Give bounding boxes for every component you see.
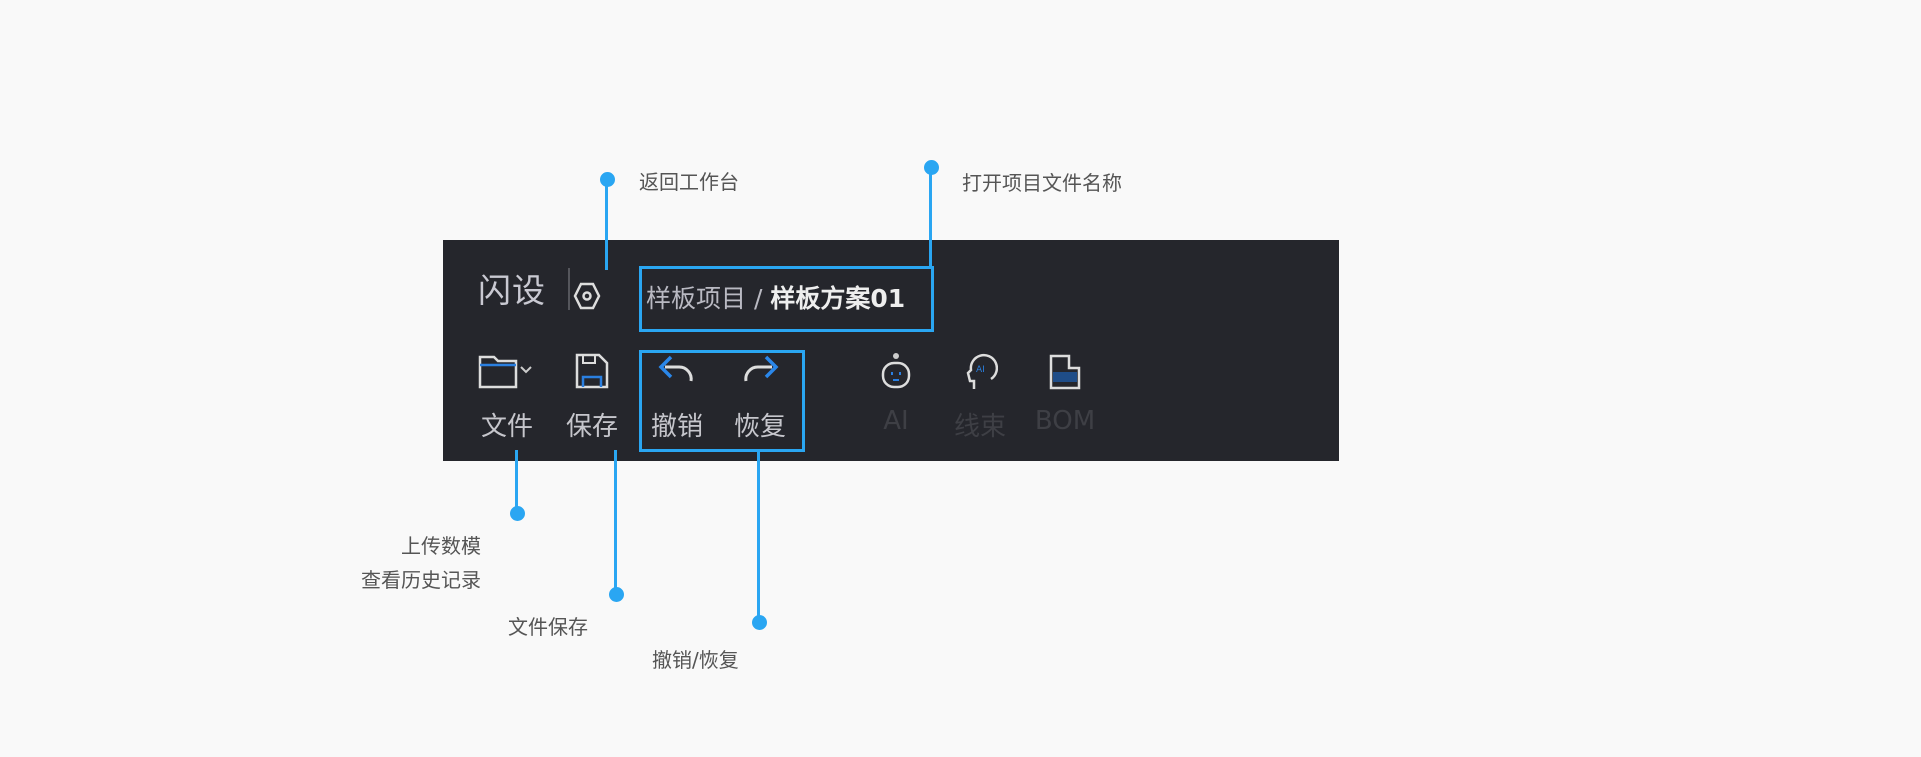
callout-dot [752,615,767,630]
redo-button[interactable]: 恢复 [715,350,805,443]
divider [568,268,570,310]
note-upload: 上传数模 [401,534,481,558]
ai-head-icon: AI [966,353,998,389]
bom-label: BOM [1034,406,1096,436]
ai-button[interactable]: AI [851,350,941,436]
robot-icon [881,353,911,389]
callout-line [605,179,608,270]
undo-redo-highlight [639,350,805,452]
file-button[interactable]: 文件 [462,350,552,443]
folder-dropdown-icon [478,355,532,389]
save-label: 保存 [565,412,618,442]
scheme-name: 样板方案01 [770,284,906,313]
bom-button[interactable]: BOM [1020,350,1110,436]
bom-icon [1049,354,1081,390]
note-history: 查看历史记录 [361,568,481,592]
save-icon [575,353,609,389]
note-workbench: 返回工作台 [639,170,739,194]
callout-dot [600,172,615,187]
harness-label: 线束 [953,412,1006,442]
filename-highlight [639,266,934,332]
redo-label: 恢复 [733,412,786,442]
svg-text:AI: AI [976,365,985,375]
callout-line [515,450,518,513]
undo-label: 撤销 [650,412,703,442]
note-filename: 打开项目文件名称 [962,171,1122,195]
redo-icon [744,355,779,382]
harness-button[interactable]: AI 线束 [935,350,1025,443]
top-toolbar [443,240,1339,461]
file-label: 文件 [480,412,533,442]
callout-dot [510,506,525,521]
app-logo[interactable]: 闪设 [478,271,546,310]
callout-line [757,449,760,622]
note-undo-redo: 撤销/恢复 [652,648,739,672]
ai-label: AI [883,406,909,436]
callout-line [614,450,617,594]
breadcrumb[interactable]: 样板项目 / 样板方案01 [646,279,905,315]
project-name[interactable]: 样板项目 [646,284,747,313]
save-button[interactable]: 保存 [547,350,637,443]
callout-dot [924,160,939,175]
undo-icon [658,355,693,382]
breadcrumb-separator: / [746,284,771,313]
callout-dot [609,587,624,602]
undo-button[interactable]: 撤销 [632,350,722,443]
callout-line [929,167,932,266]
gear-icon[interactable] [570,279,604,313]
note-save: 文件保存 [508,615,588,639]
